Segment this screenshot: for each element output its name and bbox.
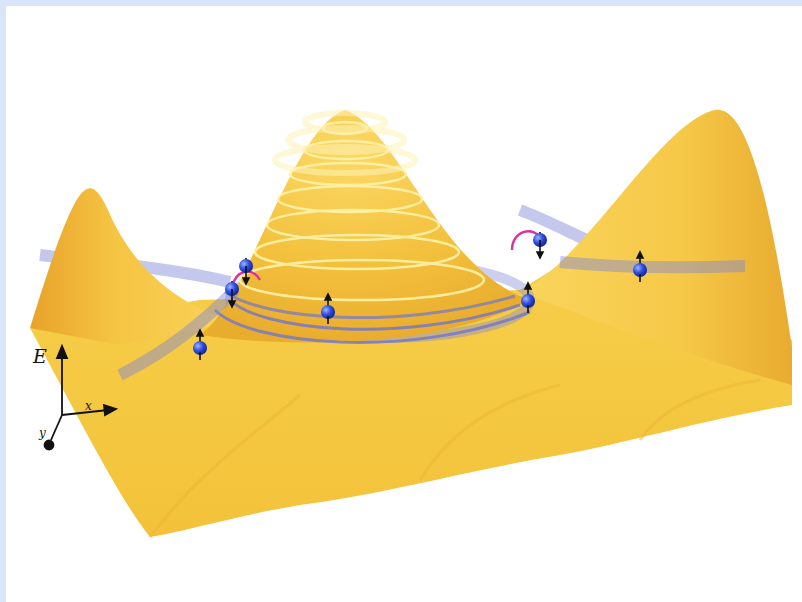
axis-label: E xyxy=(33,347,47,366)
axis-label: y xyxy=(39,427,46,439)
axis-label: x xyxy=(85,400,92,412)
